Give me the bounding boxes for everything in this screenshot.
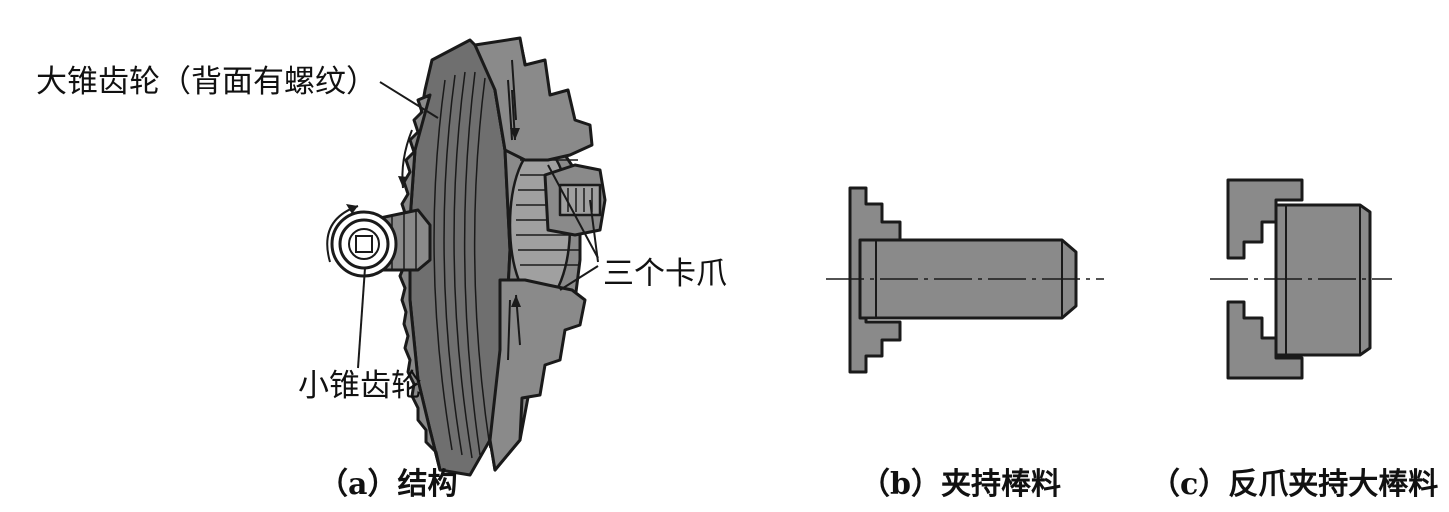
figure-b-clamping-bar: （b）夹持棒料 bbox=[826, 186, 1104, 502]
leader-large-gear bbox=[379, 81, 439, 119]
label-large-bevel-gear: 大锥齿轮（背面有螺纹） bbox=[36, 64, 377, 100]
caption-b: （b）夹持棒料 bbox=[860, 467, 1061, 502]
rotation-arrows bbox=[326, 89, 521, 346]
figure-a-structure: 大锥齿轮（背面有螺纹） 三个卡爪 小锥齿轮 （a）结构 bbox=[36, 36, 727, 502]
leader-three-jaws-1 bbox=[547, 164, 599, 259]
large-bevel-gear bbox=[398, 38, 512, 477]
jaw-upper bbox=[473, 36, 594, 162]
small-bevel-gear bbox=[330, 208, 432, 278]
caption-c: （c）反爪夹持大棒料 bbox=[1150, 467, 1438, 502]
leader-three-jaws-2 bbox=[589, 199, 599, 263]
jaw-lower bbox=[488, 278, 587, 472]
label-small-bevel-gear: 小锥齿轮 bbox=[298, 368, 422, 404]
bar-stock-c bbox=[1274, 203, 1372, 357]
leader-small-gear bbox=[357, 267, 366, 369]
figure-c-reverse-jaw: （c）反爪夹持大棒料 bbox=[1150, 178, 1438, 502]
jaw-c-upper bbox=[1226, 178, 1304, 260]
caption-a: （a）结构 bbox=[318, 467, 457, 502]
leader-three-jaws-3 bbox=[559, 265, 599, 291]
jaw-b bbox=[848, 186, 902, 374]
label-three-jaws: 三个卡爪 bbox=[603, 256, 727, 292]
